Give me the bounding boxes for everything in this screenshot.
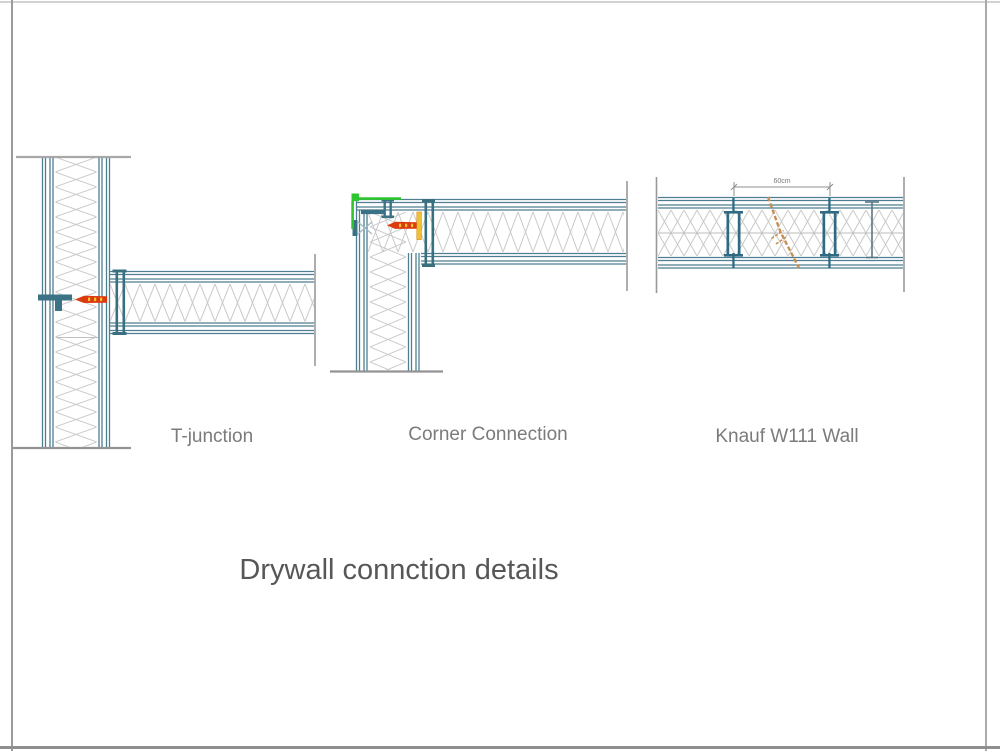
horizontal-wall-insulation [110, 284, 314, 322]
wall-boards [658, 196, 903, 269]
horizontal-wall-boards [356, 198, 626, 265]
page-border-left [11, 0, 13, 751]
detail-label-t-junction: T-junction [170, 426, 254, 447]
detail-label-corner-connection: Corner Connection [408, 424, 568, 445]
junction-stud [112, 269, 127, 335]
page-border-right [985, 0, 987, 751]
c-stud-right [820, 198, 839, 269]
drawing-title: Drywall connction details [239, 554, 559, 586]
stud-spacing-dimension [730, 182, 834, 196]
horizontal-wall-boards [110, 270, 314, 335]
anchor-fastener-icon [75, 295, 107, 303]
corner-hardware [352, 199, 394, 236]
horizontal-wall-insulation [368, 212, 624, 252]
corner-stud [422, 199, 435, 267]
connection-bracket [38, 294, 72, 311]
vertical-wall-insulation [370, 212, 406, 370]
anchor-fastener-icon [387, 211, 422, 240]
corner-connection-drawing [330, 181, 628, 373]
vertical-wall-boards [355, 200, 420, 371]
c-stud-left [724, 198, 743, 269]
knauf-w111-wall-drawing: 60cm [655, 177, 905, 293]
detail-label-knauf-w111-wall: Knauf W111 Wall [715, 426, 859, 447]
screw-icon [766, 196, 801, 269]
edge-stud-mark [865, 201, 879, 259]
dimension-label: 60cm [773, 178, 790, 185]
page-border-top [0, 1, 1000, 3]
t-junction-drawing [13, 155, 316, 450]
page-border-bottom [0, 746, 1000, 749]
corner-origin-marker-icon [351, 193, 401, 229]
